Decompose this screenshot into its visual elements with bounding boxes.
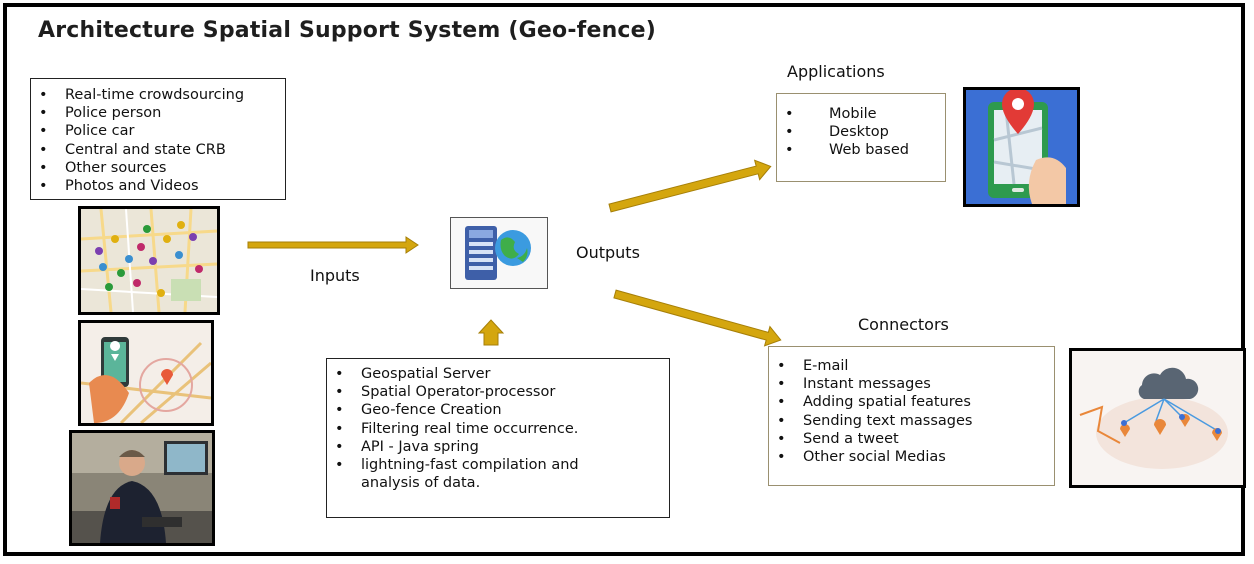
inputs-list-item: Real-time crowdsourcing (31, 86, 285, 104)
inputs-list-item: Central and state CRB (31, 141, 285, 159)
server-list-item: API - Java spring (327, 438, 669, 456)
applications-list-box: Mobile Desktop Web based (776, 93, 946, 182)
connectors-list-item: Instant messages (769, 375, 1054, 393)
server-features-list-box: Geospatial Server Spatial Operator-proce… (326, 358, 670, 518)
police-officer-photo (69, 430, 215, 546)
phone-map-pin-icon (78, 320, 214, 426)
outputs-label: Outputs (576, 243, 640, 262)
server-list-item: lightning-fast compilation and analysis … (327, 456, 611, 492)
cloud-network-icon (1069, 348, 1246, 488)
phone-app-icon (963, 87, 1080, 207)
server-list-item: Geo-fence Creation (327, 401, 669, 419)
server-list-item: Filtering real time occurrence. (327, 420, 669, 438)
connectors-list-item: Sending text massages (769, 412, 1054, 430)
connectors-list-item: E-mail (769, 357, 1054, 375)
connectors-label: Connectors (858, 315, 949, 334)
crime-map-icon (78, 206, 220, 315)
inputs-list-item: Photos and Videos (31, 177, 285, 195)
applications-list-item: Desktop (777, 123, 945, 141)
server-input-up-arrow (477, 319, 505, 346)
connectors-arrow (613, 289, 782, 347)
inputs-label: Inputs (310, 266, 360, 285)
inputs-list-item: Police car (31, 122, 285, 140)
applications-label: Applications (787, 62, 885, 81)
applications-list-item: Web based (777, 141, 945, 159)
applications-list-item: Mobile (777, 105, 945, 123)
diagram-title: Architecture Spatial Support System (Geo… (38, 18, 657, 43)
connectors-list-box: E-mail Instant messages Adding spatial f… (768, 346, 1055, 486)
inputs-list-item: Police person (31, 104, 285, 122)
server-list-item: Spatial Operator-processor (327, 383, 669, 401)
inputs-source-list-box: Real-time crowdsourcing Police person Po… (30, 78, 286, 200)
inputs-arrow (247, 236, 419, 254)
connectors-list-item: Adding spatial features (769, 393, 1054, 411)
connectors-list-item: Send a tweet (769, 430, 1054, 448)
inputs-list-item: Other sources (31, 159, 285, 177)
connectors-list-item: Other social Medias (769, 448, 1054, 466)
applications-arrow (608, 159, 772, 213)
server-list-item: Geospatial Server (327, 365, 669, 383)
server-globe-icon (450, 217, 548, 289)
